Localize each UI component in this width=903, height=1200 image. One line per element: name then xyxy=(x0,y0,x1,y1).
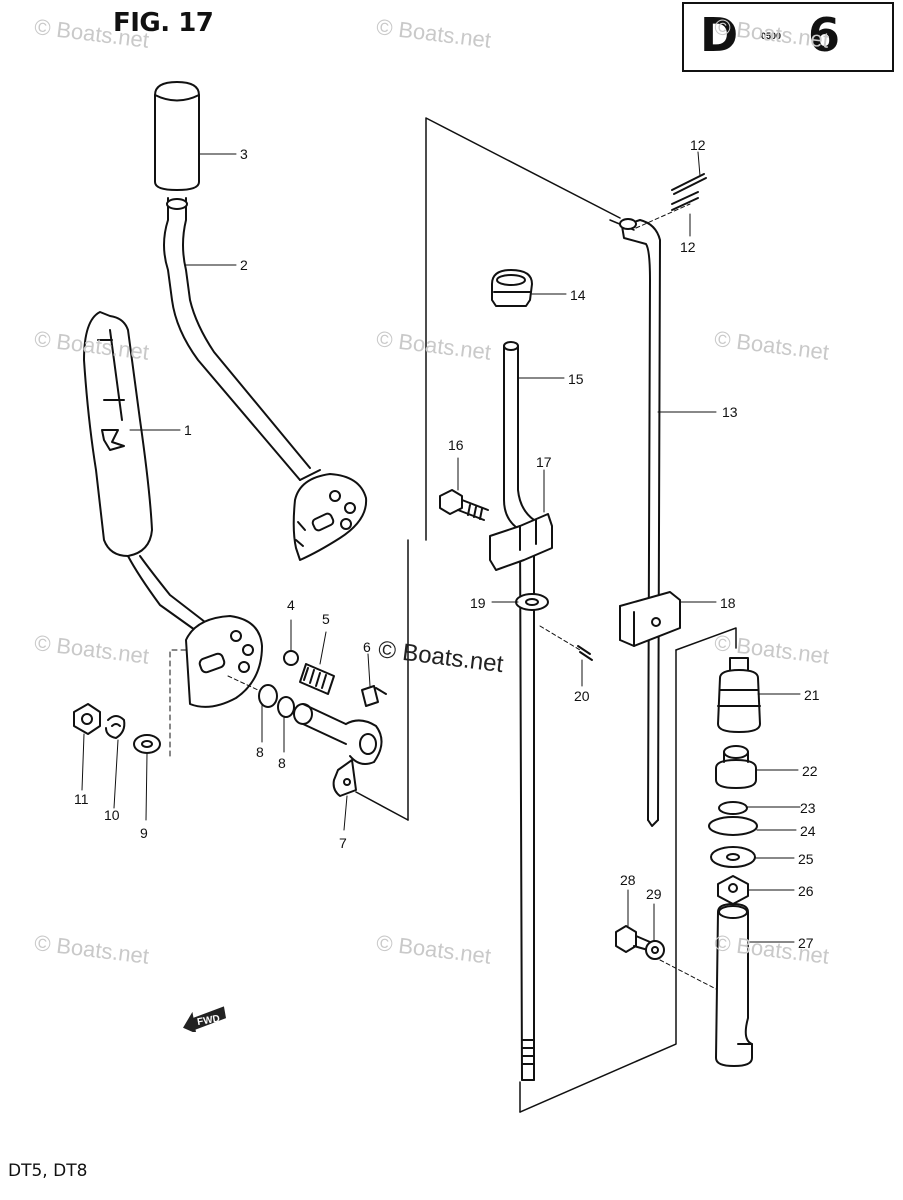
part-5-spring xyxy=(299,663,335,695)
callout-23: 23 xyxy=(800,800,816,816)
part-17-clamp xyxy=(489,513,553,571)
part-15-rod xyxy=(503,341,535,1081)
callout-22: 22 xyxy=(802,763,818,779)
part-29-washer xyxy=(645,940,665,960)
section-box xyxy=(682,2,894,72)
callout-20: 20 xyxy=(574,688,590,704)
part-21-bushing xyxy=(717,657,761,733)
callout-7: 7 xyxy=(339,835,347,851)
callout-25: 25 xyxy=(798,851,814,867)
part-14-grommet xyxy=(491,269,533,307)
section-number: 6 xyxy=(808,8,841,62)
part-26-nut xyxy=(717,875,749,905)
callout-19: 19 xyxy=(470,595,486,611)
part-2-handle-rod xyxy=(163,197,368,561)
fwd-arrow-icon: FWD xyxy=(183,1006,227,1032)
part-10-lock-washer xyxy=(105,715,126,739)
part-16-bolt xyxy=(439,489,489,521)
callout-12a: 12 xyxy=(690,137,706,153)
callout-15: 15 xyxy=(568,371,584,387)
callout-2: 2 xyxy=(240,257,248,273)
callout-17: 17 xyxy=(536,454,552,470)
fwd-label: FWD xyxy=(196,1013,220,1028)
callout-10: 10 xyxy=(104,807,120,823)
callout-13: 13 xyxy=(722,404,738,420)
callout-12b: 12 xyxy=(680,239,696,255)
callout-8a: 8 xyxy=(256,744,264,760)
part-20-pin xyxy=(539,625,593,661)
section-sub: 0500 xyxy=(761,31,782,41)
part-9-washer xyxy=(133,734,161,754)
callout-29: 29 xyxy=(646,886,662,902)
callout-11: 11 xyxy=(74,791,89,807)
figure-title: FIG. 17 xyxy=(113,8,214,38)
callout-14: 14 xyxy=(570,287,586,303)
callout-27: 27 xyxy=(798,935,814,951)
callout-16: 16 xyxy=(448,437,464,453)
callout-28: 28 xyxy=(620,872,636,888)
part-25-washer xyxy=(710,846,756,868)
part-4-ball xyxy=(283,650,299,666)
part-12-cotter-pin xyxy=(635,173,707,229)
callout-5: 5 xyxy=(322,611,330,627)
part-27-lower-arm xyxy=(715,903,753,1067)
callout-26: 26 xyxy=(798,883,814,899)
part-24-ring xyxy=(708,816,758,836)
part-11-nut xyxy=(73,703,101,735)
callout-6: 6 xyxy=(363,639,371,655)
part-8-o-ring-a xyxy=(258,684,278,708)
section-letter: D xyxy=(700,8,739,62)
callout-1: 1 xyxy=(184,422,192,438)
part-18-clamp xyxy=(619,591,681,647)
part-28-bolt xyxy=(615,925,651,953)
part-7-shaft xyxy=(293,703,383,797)
callout-4: 4 xyxy=(287,597,295,613)
callout-18: 18 xyxy=(720,595,736,611)
part-1-tiller-arm xyxy=(83,311,263,708)
callout-24: 24 xyxy=(800,823,816,839)
callout-3: 3 xyxy=(240,146,248,162)
part-6-grease-nipple xyxy=(361,685,387,707)
part-23-washer xyxy=(718,801,748,815)
part-22-collar xyxy=(715,745,757,789)
part-13-shift-rod xyxy=(619,218,661,827)
part-19-washer xyxy=(515,593,549,611)
callout-8b: 8 xyxy=(278,755,286,771)
part-3-grip xyxy=(154,81,200,191)
callout-21: 21 xyxy=(804,687,820,703)
part-8-o-ring-b xyxy=(277,696,295,718)
model-label: DT5, DT8 xyxy=(8,1161,88,1181)
callout-9: 9 xyxy=(140,825,148,841)
